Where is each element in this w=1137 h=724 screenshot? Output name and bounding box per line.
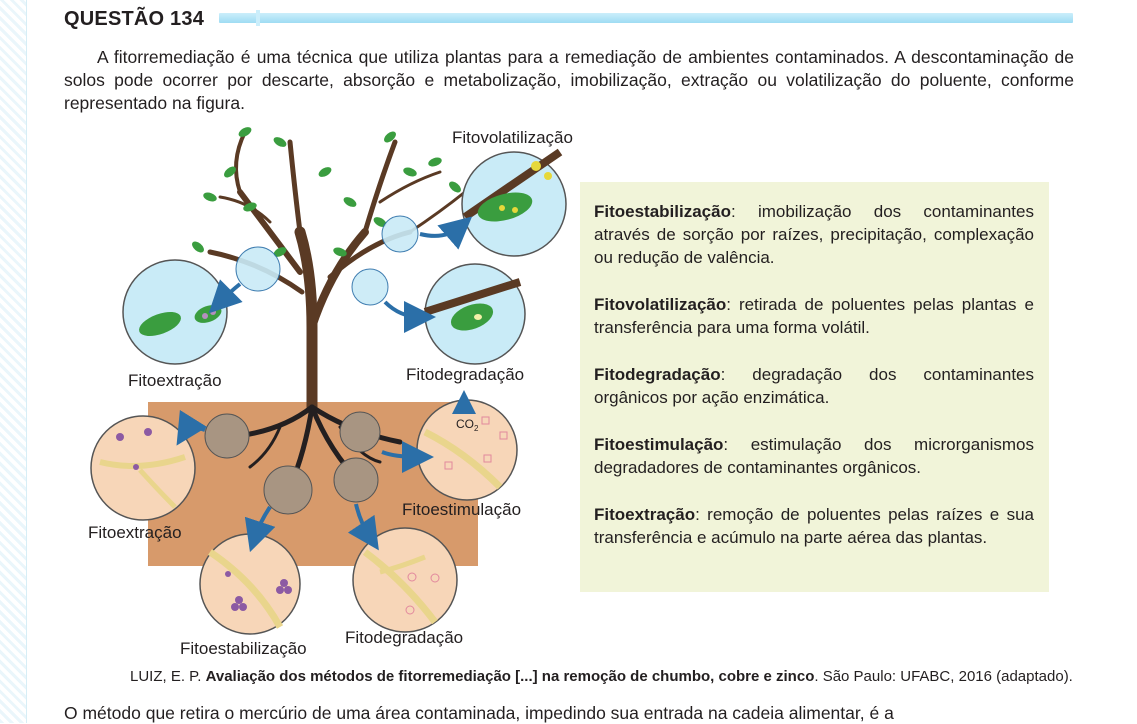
- definition-fitoextracao: Fitoextração: remoção de poluentes pelas…: [594, 503, 1034, 549]
- definition-term: Fitoestabilização: [594, 202, 731, 221]
- label-fitodegradacao-top: Fitodegradação: [406, 365, 525, 384]
- question-header: QUESTÃO 134: [64, 6, 1074, 32]
- definition-fitodegradacao: Fitodegradação: degradação dos contamina…: [594, 363, 1034, 409]
- definition-term: Fitoextração: [594, 505, 696, 524]
- fitoestimulacao-bubble: [416, 399, 518, 501]
- definition-text: : retirada de poluentes pelas plantas e …: [594, 295, 1034, 337]
- definition-term: Fitodegradação: [594, 365, 721, 384]
- definition-text: : estimulação dos microrganismos degrada…: [594, 435, 1034, 477]
- fitoestabilizacao-bubble: [199, 533, 301, 635]
- header-bar-mark: [256, 10, 260, 26]
- definition-term: Fitoestimulação: [594, 435, 724, 454]
- tree-trunk: [207, 130, 467, 413]
- figure-illustration: CO2: [90, 127, 567, 635]
- phytoremediation-figure: CO2 Fitovolatilização Fitoextração Fitod…: [80, 112, 600, 667]
- decorative-side-strip: [0, 0, 27, 723]
- fitoextracao-top-bubble: [122, 259, 228, 365]
- citation-author: LUIZ, E. P.: [130, 668, 206, 685]
- label-fitoestimulacao: Fitoestimulação: [402, 500, 522, 519]
- definition-fitoestabilizacao: Fitoestabilização: imobilização dos cont…: [594, 200, 1034, 269]
- label-fitovolatilizacao: Fitovolatilização: [452, 128, 573, 147]
- header-bar: [219, 13, 1073, 23]
- definitions-box: Fitoestabilização: imobilização dos cont…: [580, 182, 1049, 592]
- co2-label: CO: [456, 417, 474, 431]
- citation-rest: . São Paulo: UFABC, 2016 (adaptado).: [814, 668, 1073, 685]
- question-intro: A fitorremediação é uma técnica que util…: [64, 47, 1074, 113]
- definition-text: : remoção de poluentes pelas raízes e su…: [594, 505, 1034, 547]
- figure-citation: LUIZ, E. P. Avaliação dos métodos de fit…: [130, 668, 1073, 685]
- definition-term: Fitovolatilização: [594, 295, 727, 314]
- label-fitoestabilizacao: Fitoestabilização: [180, 639, 307, 658]
- definition-text: : imobilização dos contaminantes através…: [594, 202, 1034, 267]
- co2-subscript: 2: [474, 424, 479, 433]
- tree-leaves: [192, 127, 476, 257]
- fitodegradacao-top-bubble: [423, 263, 526, 365]
- fitoextracao-bottom-bubble: [90, 415, 196, 521]
- label-fitoextracao-bottom: Fitoextração: [88, 523, 182, 542]
- definition-text: : degradação dos contaminantes orgânicos…: [594, 365, 1034, 407]
- fitovolatilizacao-bubble: [461, 148, 567, 257]
- figure-arrows: [176, 216, 473, 553]
- label-fitodegradacao-bottom: Fitodegradação: [345, 628, 464, 647]
- citation-title: Avaliação dos métodos de fitorremediação…: [205, 668, 815, 685]
- svg-text:CO2: CO2: [456, 417, 479, 433]
- label-fitoextracao-top: Fitoextração: [128, 371, 222, 390]
- definition-fitoestimulacao: Fitoestimulação: estimulação dos microrg…: [594, 433, 1034, 479]
- question-title: QUESTÃO 134: [64, 8, 205, 30]
- definition-fitovolatilizacao: Fitovolatilização: retirada de poluentes…: [594, 293, 1034, 339]
- fitodegradacao-bottom-bubble: [352, 527, 458, 633]
- question-stem: O método que retira o mercúrio de uma ár…: [64, 703, 894, 723]
